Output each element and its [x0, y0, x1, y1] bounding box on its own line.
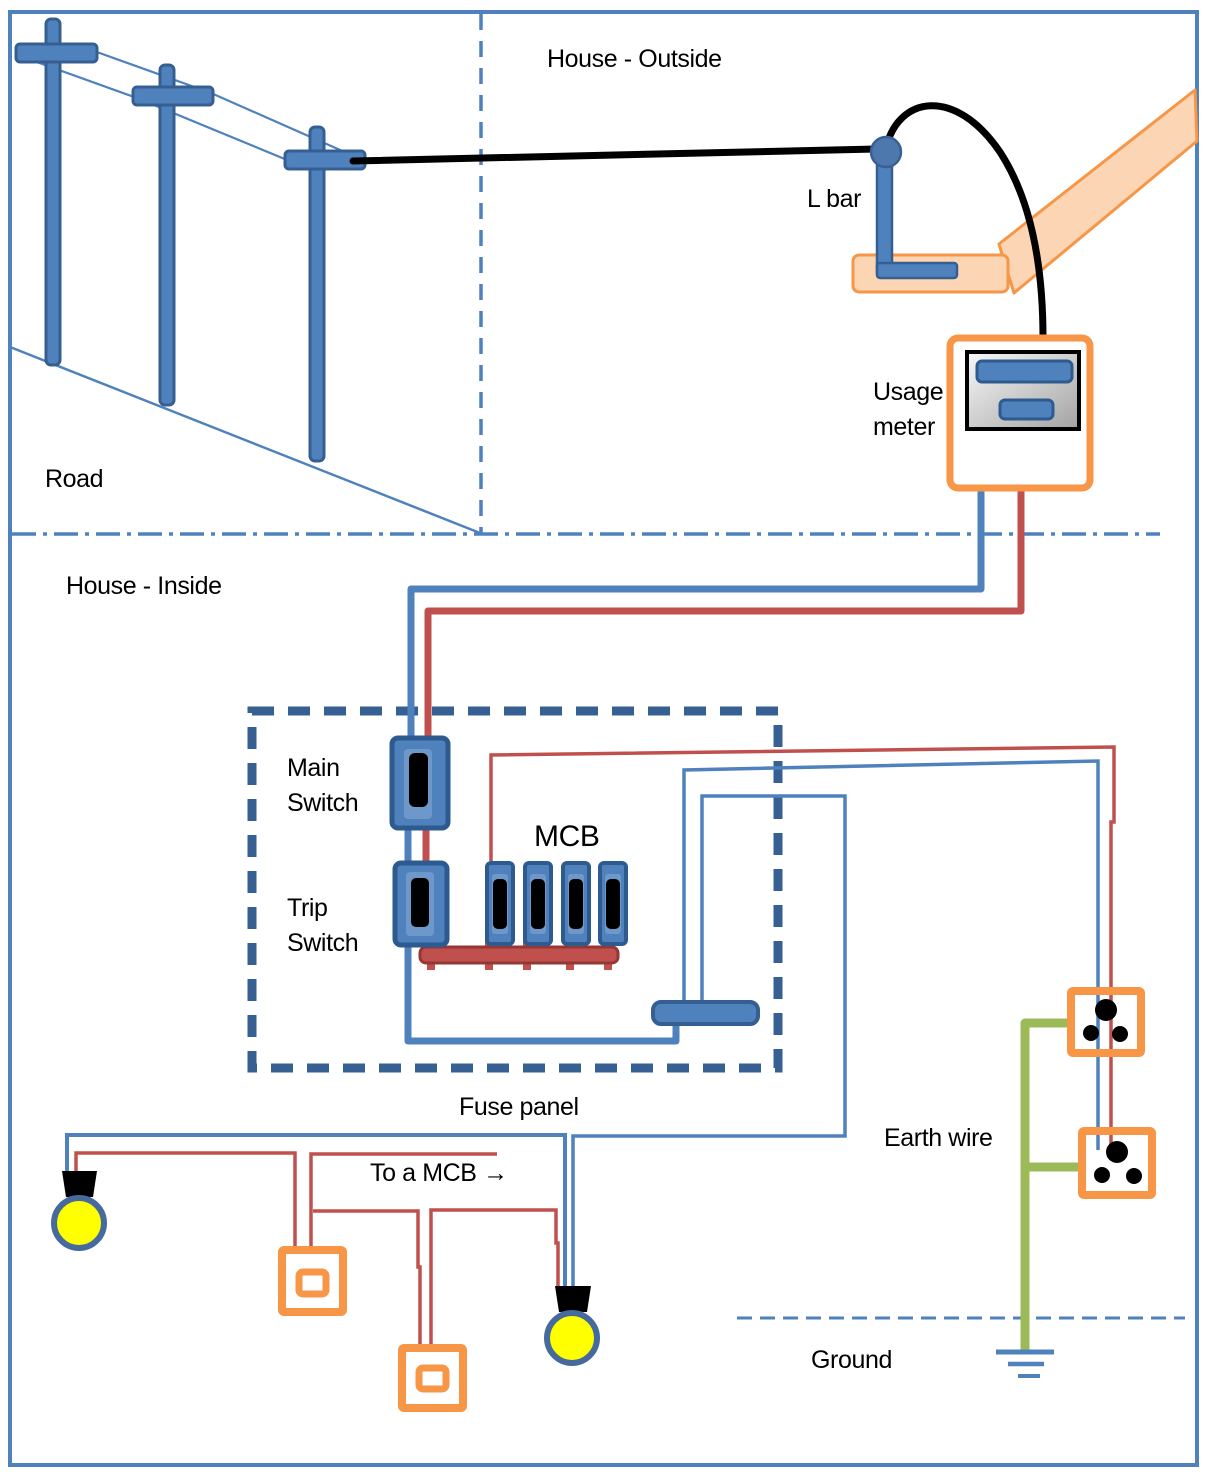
pole-crossbar	[14, 42, 99, 64]
meter-neutral-wire	[407, 485, 985, 740]
mcb-3	[561, 861, 591, 946]
bulb	[51, 1195, 107, 1251]
ground-symbol	[996, 1349, 1054, 1378]
meter-live-wire	[424, 485, 1025, 740]
earth-wire	[1020, 1018, 1071, 1351]
socket-live-wire	[489, 745, 1116, 1150]
bulb	[544, 1310, 600, 1366]
pole-crossbar	[131, 85, 215, 107]
fuse-panel-label: Fuse panel	[459, 1093, 579, 1121]
ground-label: Ground	[811, 1346, 892, 1374]
l-bar-label: L bar	[807, 185, 862, 213]
utility-pole-2	[131, 63, 215, 407]
socket-2	[1078, 1127, 1156, 1199]
fuse-panel-border	[247, 706, 783, 1073]
switch-toggle	[415, 1364, 450, 1393]
lamp-2	[544, 1286, 600, 1366]
trip-switch	[392, 860, 450, 948]
meter-display-bar-1	[975, 359, 1074, 384]
live-bus-bar	[418, 945, 620, 965]
main-switch	[389, 735, 451, 831]
main-switch-lever	[409, 753, 428, 807]
trip-switch-neutral-loop	[404, 943, 680, 1045]
trip-switch-lever	[411, 878, 429, 927]
mcb-2	[523, 861, 553, 946]
house-outside-label: House - Outside	[547, 45, 722, 73]
attachment-point	[869, 135, 903, 169]
road-edge-line	[9, 345, 481, 535]
wall-switch-2	[398, 1344, 467, 1412]
main-switch-label: Main Switch	[287, 754, 359, 817]
lamp1-live-wire	[74, 1151, 297, 1252]
lamp-neutral-main	[65, 1133, 567, 1290]
earth-wire-label: Earth wire	[884, 1124, 993, 1152]
wall-switch-1	[278, 1246, 347, 1316]
service-wire	[349, 145, 880, 165]
switch-toggle	[295, 1268, 330, 1298]
socket-neutral-wire	[682, 759, 1100, 1150]
utility-pole-1	[14, 17, 99, 367]
to-mcb-label: To a MCB →	[370, 1159, 508, 1187]
usage-meter	[946, 334, 1094, 492]
lamp-holder	[62, 1171, 97, 1197]
mcb-1	[485, 861, 515, 946]
socket-1	[1067, 987, 1145, 1057]
neutral-bar	[651, 1000, 760, 1026]
l-bar	[875, 148, 959, 280]
page-border	[8, 10, 1199, 1467]
lamp-holder	[555, 1286, 591, 1312]
trip-switch-label: Trip Switch	[287, 894, 359, 957]
lamp-1	[51, 1171, 107, 1251]
usage-meter-label: Usage meter	[873, 378, 944, 441]
switch2-lamp2-wire	[429, 1208, 560, 1350]
mcb-label: MCB	[534, 820, 600, 853]
utility-pole-3	[283, 125, 367, 463]
lamp2-neutral-wire	[571, 794, 847, 1290]
meter-display-bar-2	[998, 398, 1055, 421]
roof-beam	[997, 88, 1199, 295]
house-inside-label: House - Inside	[66, 572, 222, 600]
mcb-4	[598, 861, 628, 946]
road-label: Road	[45, 465, 104, 493]
to-mcb-wire	[309, 1152, 497, 1252]
switch1-switch2-wire	[313, 1209, 422, 1350]
service-drop-arc	[882, 102, 1047, 339]
